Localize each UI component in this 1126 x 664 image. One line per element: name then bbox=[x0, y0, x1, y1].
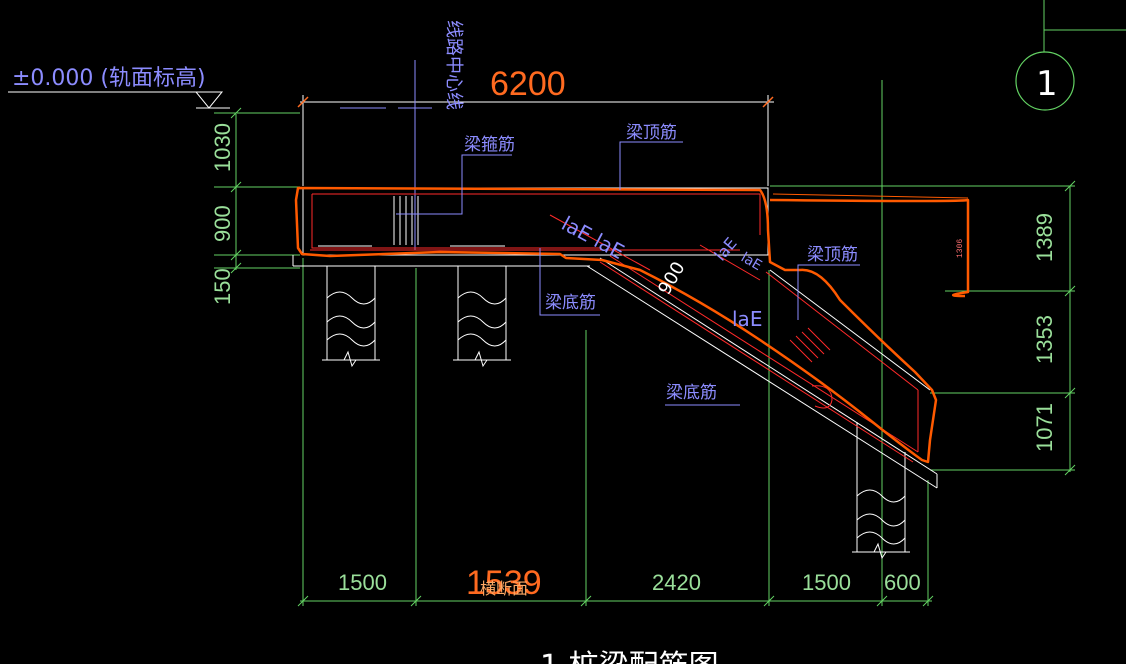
left-dim-3: 150 bbox=[210, 268, 235, 305]
left-dim-1: 1030 bbox=[210, 123, 235, 172]
bottom-dim-2: 1539 bbox=[466, 564, 542, 602]
axis-bubble: 1 bbox=[1015, 51, 1075, 111]
overall-dimension bbox=[297, 95, 774, 186]
label-beam-stirrup: 梁箍筋 bbox=[464, 135, 515, 155]
drawing-caption: 1 桩梁配筋图 bbox=[540, 649, 719, 664]
label-beam-bottom-bar: 梁底筋 bbox=[545, 293, 596, 313]
centerline-label: 线路中心线 bbox=[443, 20, 464, 110]
rebar-lines bbox=[310, 193, 919, 463]
right-dim-1: 1389 bbox=[1032, 213, 1057, 262]
anchorage-label-1: laE laE bbox=[558, 211, 629, 264]
markup-outline bbox=[294, 186, 970, 464]
overall-span-dimension: 6200 bbox=[490, 65, 566, 103]
bottom-dim-1: 1500 bbox=[338, 570, 387, 595]
anchorage-label-2: laE bbox=[711, 234, 741, 265]
annotation-leaders bbox=[340, 107, 860, 406]
right-dim-2: 1353 bbox=[1032, 315, 1057, 364]
label-beam-top-bar: 梁顶筋 bbox=[626, 123, 677, 143]
label-beam-bottom-bar-slope: 梁底筋 bbox=[666, 383, 717, 403]
anchorage-label-3: laE bbox=[732, 307, 762, 331]
label-beam-top-bar-right: 梁顶筋 bbox=[807, 245, 858, 265]
dimension-lines bbox=[214, 0, 1126, 607]
small-dimension-note: 1306 bbox=[956, 239, 965, 258]
right-dim-3: 1071 bbox=[1032, 403, 1057, 452]
bottom-dim-4: 1500 bbox=[802, 570, 851, 595]
bottom-dim-5: 600 bbox=[884, 570, 921, 595]
anchorage-label-4: laE bbox=[738, 250, 764, 275]
elevation-label: ±0.000 (轨面标高) bbox=[12, 66, 206, 91]
bottom-overlay-label: 横断面 bbox=[480, 580, 528, 598]
left-dim-2: 900 bbox=[210, 205, 235, 242]
track-centerline bbox=[398, 60, 432, 250]
structure-outline bbox=[8, 91, 938, 560]
bottom-dim-3: 2420 bbox=[652, 570, 701, 595]
axis-bubble-number: 1 bbox=[1036, 64, 1058, 104]
